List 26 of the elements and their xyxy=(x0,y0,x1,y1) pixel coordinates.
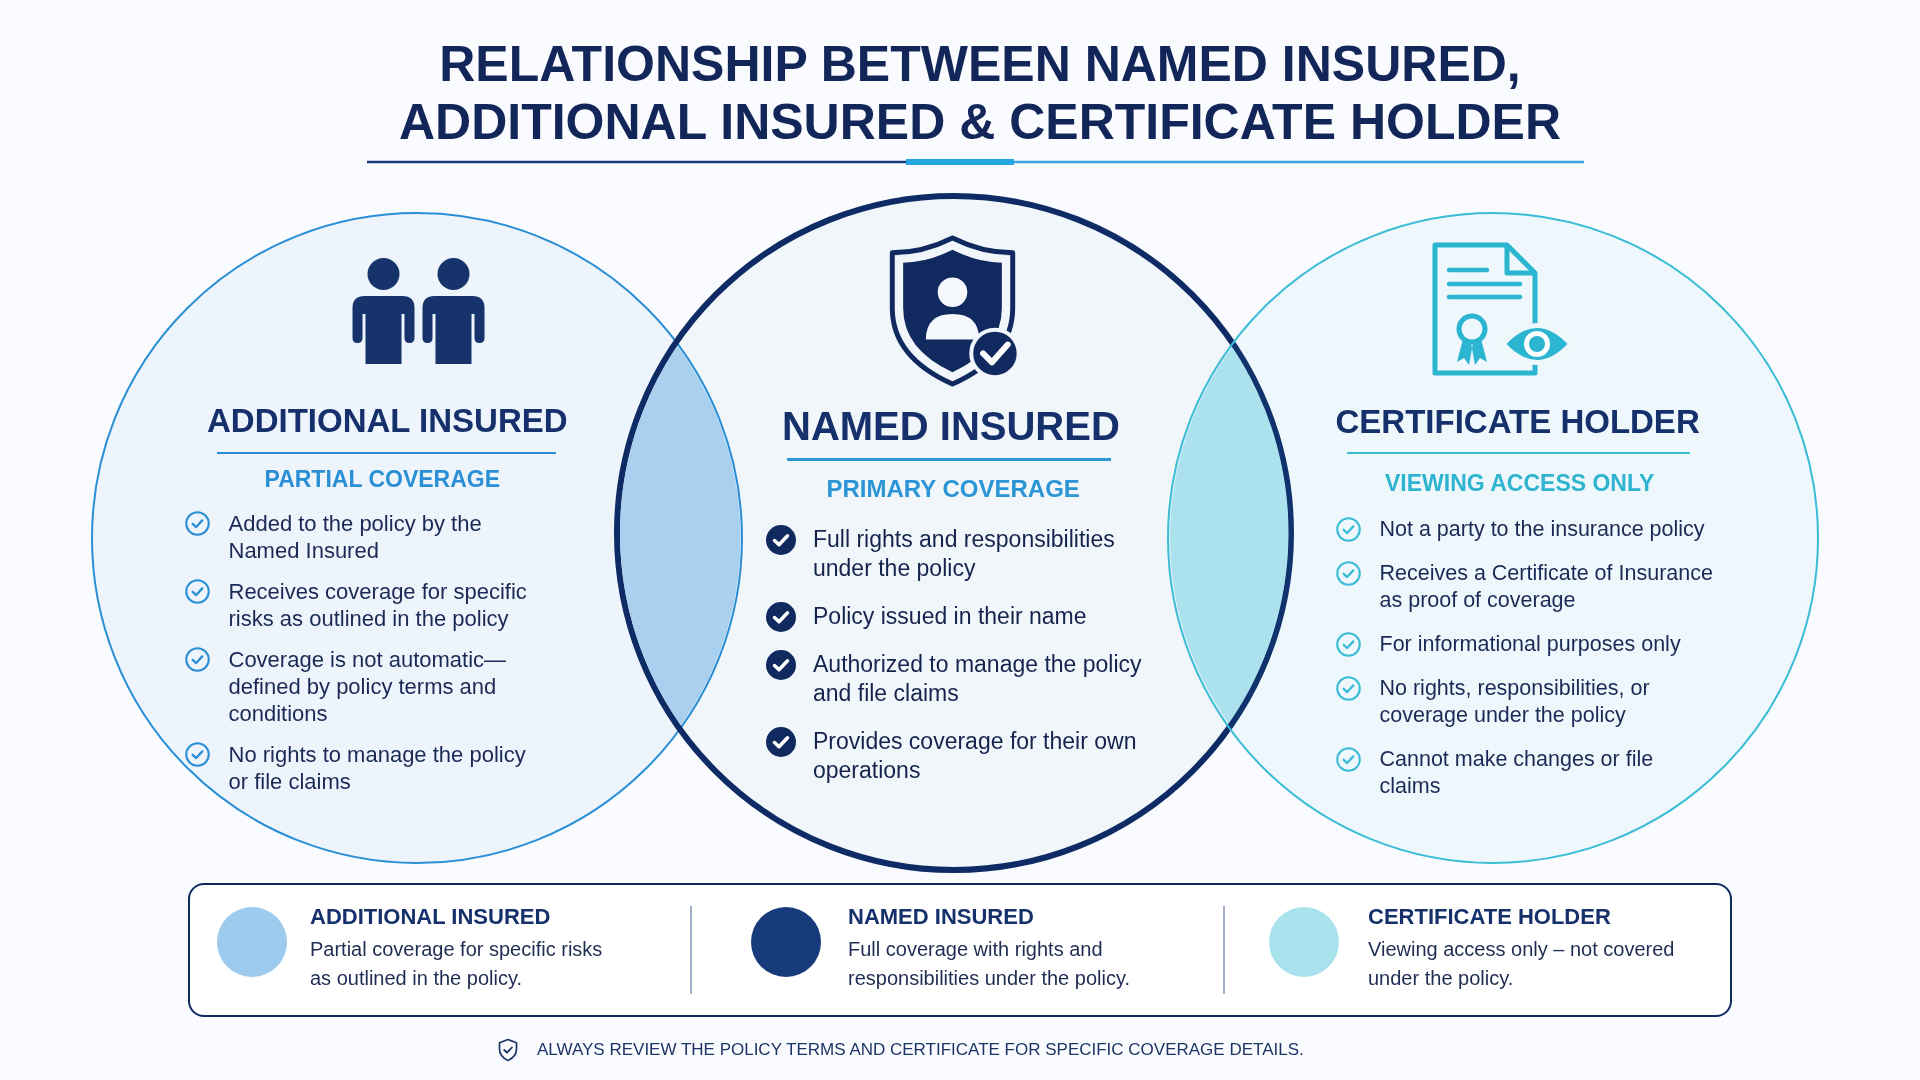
circle-subheading: VIEWING ACCESS ONLY xyxy=(1385,469,1655,498)
bullet-text: Full rights and responsibilities under the policy xyxy=(813,525,1116,583)
bullet-text: Cannot make changes or file claims xyxy=(1379,745,1655,800)
bullet-text: Added to the policy by the Named Insured xyxy=(228,509,483,564)
circle-heading: ADDITIONAL INSURED xyxy=(207,401,568,440)
bullet-text: Provides coverage for their own operations xyxy=(813,727,1138,785)
circle-subheading: PARTIAL COVERAGE xyxy=(264,465,501,494)
bullet-text: For informational purposes only xyxy=(1379,630,1681,658)
bullet-text: Receives a Certificate of Insurance as proof of coverage xyxy=(1379,559,1714,614)
legend-text: NAMED INSURED Full coverage with rights and responsibilities under the policy. xyxy=(848,903,1131,991)
bullet-text: Not a party to the insurance policy xyxy=(1379,515,1705,543)
diagram-title: RELATIONSHIP BETWEEN NAMED INSURED, ADDITIONAL INSURED & CERTIFICATE HOLDER xyxy=(397,35,1562,151)
circle-heading: CERTIFICATE HOLDER xyxy=(1335,402,1700,441)
bullet-text: Receives coverage for specific risks as outlined in the policy xyxy=(228,577,528,632)
overlap-area xyxy=(620,345,741,726)
bullet-text: Coverage is not automatic— defined by policy terms and conditions xyxy=(228,645,508,727)
legend-text: ADDITIONAL INSURED Partial coverage for specific risks as outlined in the policy. xyxy=(310,903,604,991)
circle-subheading: PRIMARY COVERAGE xyxy=(826,474,1080,504)
footer-note: ALWAYS REVIEW THE POLICY TERMS AND CERTIFICATE FOR SPECIFIC COVERAGE DETAILS. xyxy=(537,1039,1304,1061)
legend-text: CERTIFICATE HOLDER Viewing access only – not covered under the policy. xyxy=(1368,903,1676,991)
bullet-text: No rights to manage the policy or file claims xyxy=(228,740,527,795)
bullet-text: Policy issued in their name xyxy=(813,602,1087,631)
overlap-area xyxy=(1169,347,1288,724)
circle-heading: NAMED INSURED xyxy=(782,403,1120,449)
bullet-text: No rights, responsibilities, or coverage under the policy xyxy=(1379,674,1651,729)
bullet-text: Authorized to manage the policy and file claims xyxy=(813,650,1143,708)
